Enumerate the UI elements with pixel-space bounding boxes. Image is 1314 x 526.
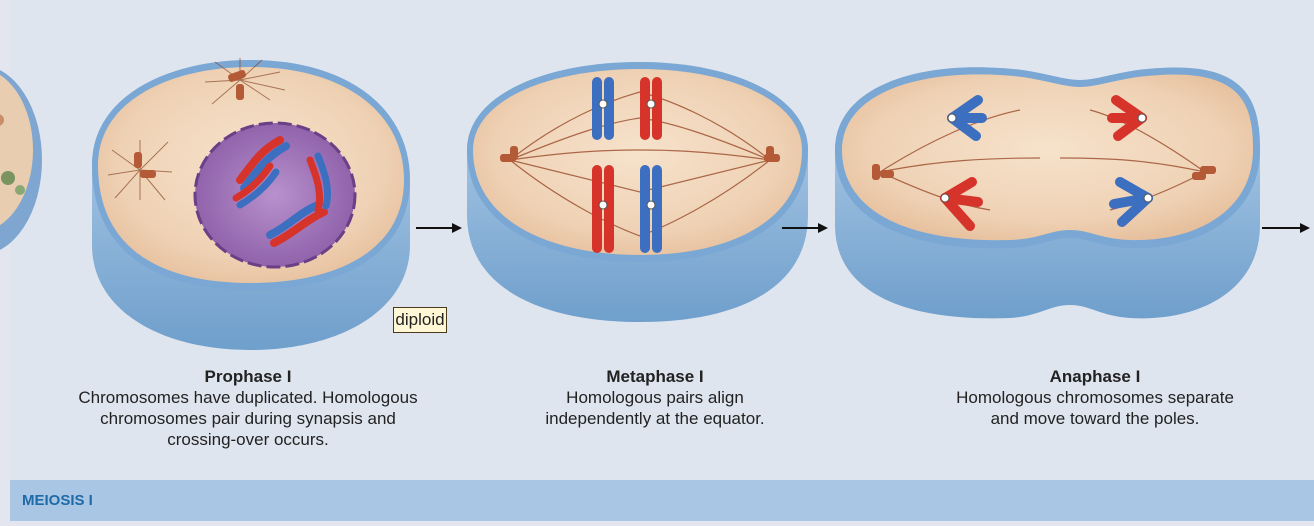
prophase-title: Prophase I [18,366,478,387]
prophase-description-line: chromosomes pair during synapsis and [100,409,396,428]
metaphase-description-line: independently at the equator. [545,409,764,428]
metaphase-title: Metaphase I [520,366,790,387]
diploid-label: diploid [393,307,447,333]
prophase-description-line: Chromosomes have duplicated. Homologous [78,388,417,407]
metaphase-cell [467,62,808,322]
prophase-cell [92,58,410,350]
anaphase-description-line: and move toward the poles. [991,409,1200,428]
anaphase-caption: Anaphase I Homologous chromosomes separa… [890,366,1300,429]
anaphase-description-line: Homologous chromosomes separate [956,388,1234,407]
prophase-caption: Prophase I Chromosomes have duplicated. … [18,366,478,450]
section-band: MEIOSIS I [10,480,1314,521]
section-label: MEIOSIS I [22,492,93,509]
anaphase-cell [835,67,1260,318]
metaphase-caption: Metaphase I Homologous pairs align indep… [520,366,790,429]
prophase-description-line: crossing-over occurs. [167,430,329,449]
metaphase-description-line: Homologous pairs align [566,388,744,407]
anaphase-title: Anaphase I [890,366,1300,387]
